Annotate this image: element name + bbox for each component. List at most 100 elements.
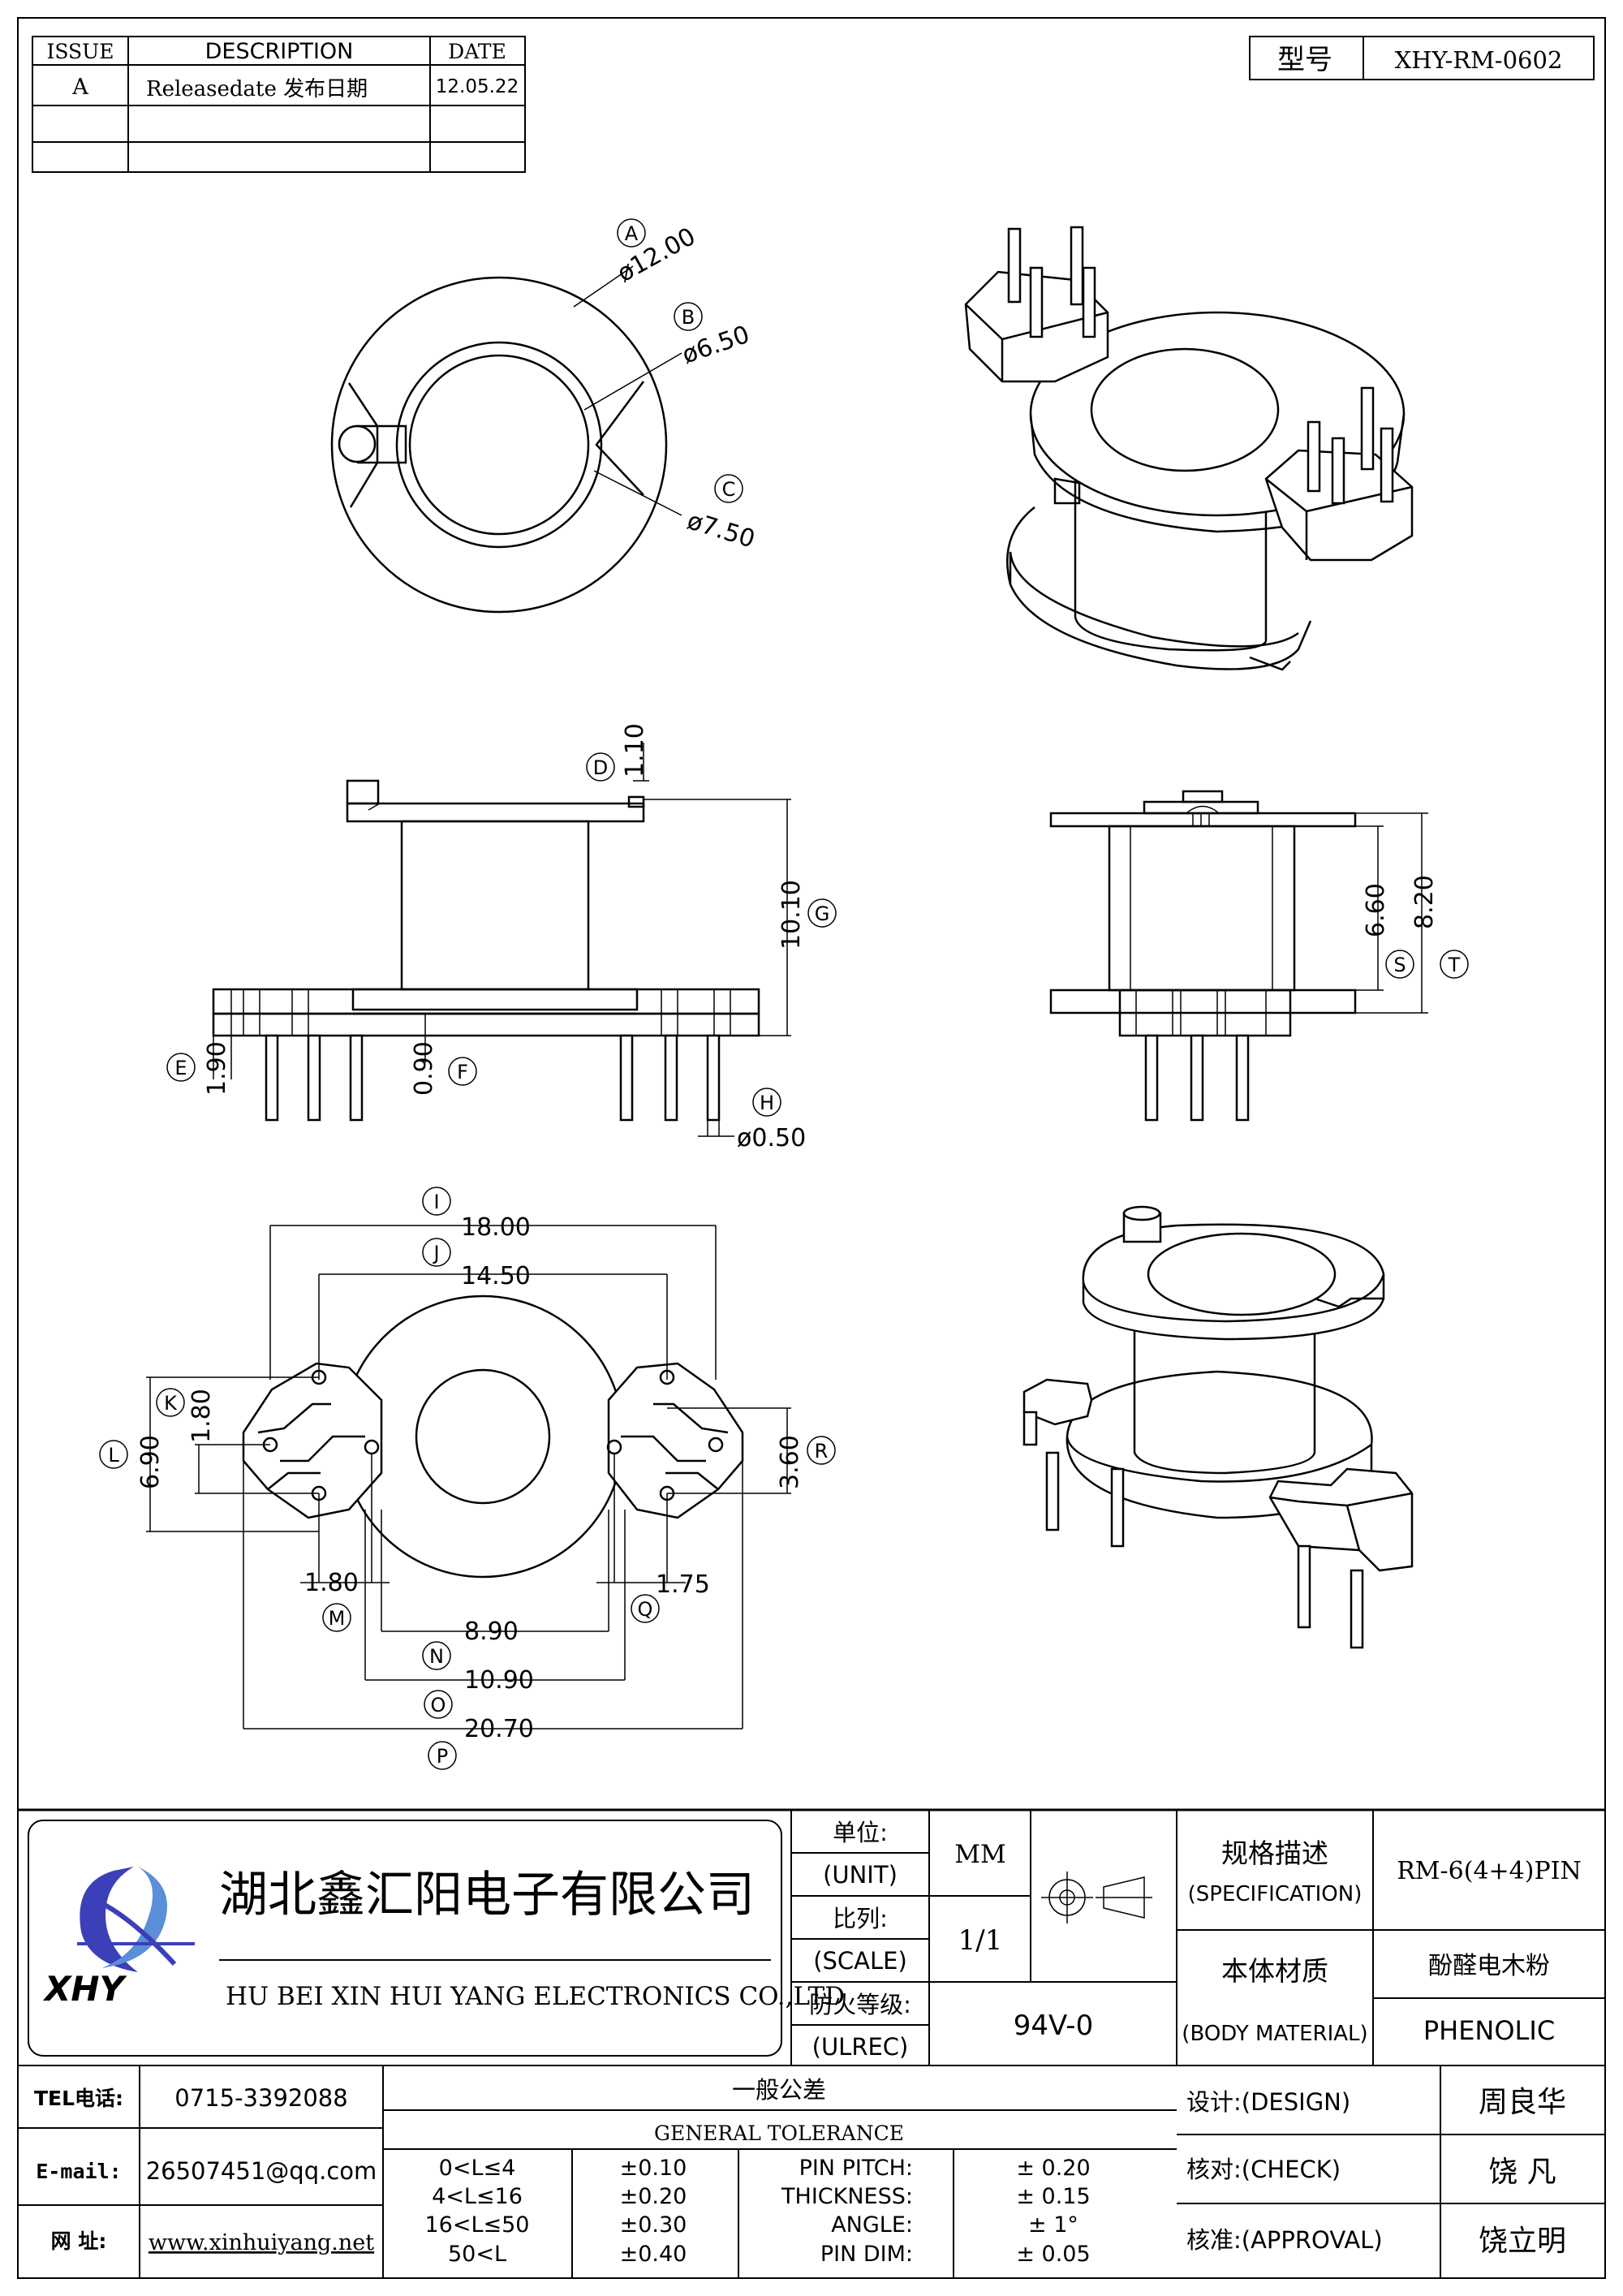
dim-q: 1.75 <box>656 1570 710 1599</box>
tolerance-range-4: 50<L <box>448 2242 506 2267</box>
company-name-cn: 湖北鑫汇阳电子有限公司 <box>219 1867 755 1923</box>
dim-i: 18.00 <box>461 1213 531 1242</box>
balloon-s: S <box>1393 954 1406 976</box>
balloon-o: O <box>431 1694 446 1717</box>
email-value: 26507451@qq.com <box>146 2157 377 2185</box>
unit-label-cn: 单位: <box>833 1819 888 1846</box>
ul-label-cn: 防火等级: <box>809 1991 911 2018</box>
unit-label-en: (UNIT) <box>823 1861 898 1889</box>
company-name-en: HU BEI XIN HUI YANG ELECTRONICS CO.,LTD <box>226 1982 845 2011</box>
dim-k: 1.80 <box>187 1389 216 1443</box>
issue-header: ISSUE <box>46 40 114 63</box>
bottom-view-dims: I 18.00 J 14.50 K 1.80 L 6.90 3.60 R 1.8… <box>99 1187 836 1770</box>
material-label-cn: 本体材质 <box>1221 1955 1328 1987</box>
spec-label-en: (SPECIFICATION) <box>1188 1882 1363 1906</box>
dim-h: ø0.50 <box>737 1124 806 1152</box>
tolerance-range-1: 0<L≤4 <box>439 2156 516 2181</box>
check-name: 饶 凡 <box>1488 2156 1556 2189</box>
balloon-k: K <box>164 1392 178 1415</box>
ul-label-en: (ULREC) <box>812 2033 909 2061</box>
tolerance-title-en: GENERAL TOLERANCE <box>654 2122 904 2145</box>
dim-s: 6.60 <box>1362 883 1390 937</box>
front-view <box>212 743 791 1137</box>
iso-view-top <box>964 226 1414 671</box>
balloon-q: Q <box>638 1598 653 1621</box>
balloon-l: L <box>108 1444 119 1467</box>
balloon-d: D <box>593 756 608 779</box>
logo-text: XHY <box>42 1969 127 2009</box>
balloon-n: N <box>429 1645 444 1668</box>
tolerance-item-value-1: ± 0.20 <box>1016 2156 1090 2181</box>
description-header: DESCRIPTION <box>205 39 354 64</box>
tolerance-value-4: ±0.40 <box>620 2242 687 2267</box>
iso-view-bottom <box>1022 1205 1414 1649</box>
tolerance-value-1: ±0.10 <box>620 2156 687 2181</box>
balloon-i: I <box>433 1191 439 1213</box>
projection-symbol <box>1041 1872 1152 1923</box>
dim-d: 1.10 <box>621 723 649 778</box>
scale-label-en: (SCALE) <box>813 1947 907 1975</box>
side-view-dims: 6.60 S 8.20 T <box>1362 875 1469 979</box>
dim-r: 3.60 <box>776 1435 804 1489</box>
model-box: 型号 XHY-RM-0602 <box>1249 36 1595 80</box>
material-label-en: (BODY MATERIAL) <box>1182 2022 1367 2046</box>
tolerance-range-2: 4<L≤16 <box>432 2184 523 2209</box>
balloon-c: C <box>722 478 736 501</box>
spec-label-cn: 规格描述 <box>1221 1837 1328 1869</box>
dim-o: 10.90 <box>464 1666 534 1695</box>
issue-value: A <box>71 75 88 100</box>
balloon-p: P <box>437 1745 448 1768</box>
tolerance-range-3: 16<L≤50 <box>424 2212 529 2238</box>
tel-value: 0715-3392088 <box>174 2084 347 2112</box>
dim-c: ø7.50 <box>684 506 759 554</box>
dim-j: 14.50 <box>461 1262 531 1290</box>
balloon-e: E <box>174 1057 187 1079</box>
scale-value: 1/1 <box>958 1924 1003 1957</box>
revision-table: ISSUE DESCRIPTION DATE A Releasedate 发布日… <box>32 36 526 173</box>
check-label: 核对:(CHECK) <box>1186 2156 1341 2183</box>
dim-p: 20.70 <box>464 1715 534 1743</box>
top-view-dims: A ø12.00 B ø6.50 C ø7.50 <box>613 218 759 554</box>
date-value: 12.05.22 <box>436 76 519 97</box>
balloon-f: F <box>457 1061 468 1083</box>
tolerance-item-4: PIN DIM: <box>820 2242 913 2267</box>
balloon-a: A <box>625 222 639 245</box>
tolerance-item-value-2: ± 0.15 <box>1016 2184 1090 2209</box>
balloon-t: T <box>1448 954 1461 976</box>
description-value: Releasedate 发布日期 <box>146 77 368 101</box>
balloon-j: J <box>432 1242 439 1264</box>
tolerance-item-value-4: ± 0.05 <box>1016 2242 1090 2267</box>
dim-m: 1.80 <box>304 1569 359 1597</box>
scale-label-cn: 比列: <box>833 1905 888 1932</box>
dim-l: 6.90 <box>136 1435 165 1489</box>
front-view-dims: D 1.10 10.10 G E 1.90 0.90 F H ø0.50 <box>166 723 837 1152</box>
design-name: 周良华 <box>1479 2086 1566 2119</box>
tolerance-value-2: ±0.20 <box>620 2184 687 2209</box>
sheet-border <box>17 17 1606 2279</box>
email-label: E-mail: <box>36 2160 121 2183</box>
web-link[interactable]: www.xinhuiyang.net <box>149 2230 374 2255</box>
dim-g: 10.10 <box>777 880 806 950</box>
material-value-en: PHENOLIC <box>1423 2015 1555 2046</box>
spec-value: RM-6(4+4)PIN <box>1397 1857 1582 1885</box>
dim-e: 1.90 <box>203 1041 231 1096</box>
balloon-h: H <box>760 1092 774 1114</box>
tolerance-item-1: PIN PITCH: <box>799 2156 913 2181</box>
bottom-strip: TEL电话: 0715-3392088 E-mail: 26507451@qq.… <box>18 2066 1605 2278</box>
dim-t: 8.20 <box>1410 875 1439 929</box>
dim-n: 8.90 <box>464 1618 519 1646</box>
company-logo: XHY <box>42 1867 195 2009</box>
approval-label: 核准:(APPROVAL) <box>1186 2226 1383 2254</box>
tolerance-title-cn: 一般公差 <box>732 2076 826 2104</box>
tel-label: TEL电话: <box>34 2087 123 2110</box>
title-block: XHY 湖北鑫汇阳电子有限公司 HU BEI XIN HUI YANG ELEC… <box>18 1808 1605 2066</box>
top-view <box>330 265 682 614</box>
balloon-g: G <box>815 902 830 925</box>
model-number: XHY-RM-0602 <box>1395 46 1563 74</box>
design-label: 设计:(DESIGN) <box>1186 2088 1350 2116</box>
tolerance-item-2: THICKNESS: <box>781 2184 913 2209</box>
unit-value: MM <box>954 1840 1005 1869</box>
tolerance-item-3: ANGLE: <box>831 2212 913 2238</box>
ul-value: 94V-0 <box>1014 2010 1093 2042</box>
tolerance-value-3: ±0.30 <box>620 2212 687 2238</box>
